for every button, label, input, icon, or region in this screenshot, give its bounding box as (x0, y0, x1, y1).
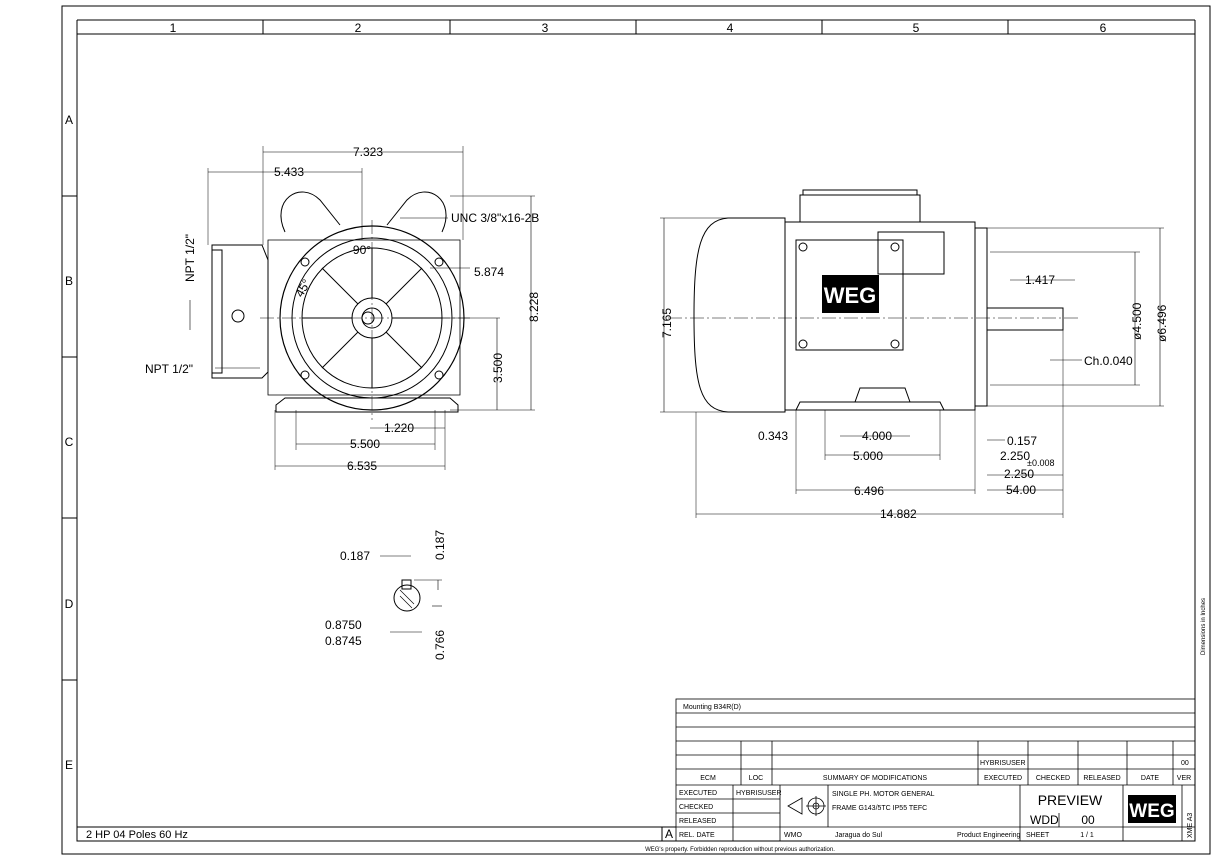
column-label: 3 (542, 21, 549, 35)
dim-label: 54.00 (1006, 483, 1036, 497)
tb-mounting: Mounting B34R(D) (683, 704, 741, 711)
units-note: Dimensions in Inches (1201, 598, 1207, 655)
front-view-dimensions: 7.323 5.433 UNC 3/8"x16-2B 90° 45° 5.874… (145, 145, 541, 473)
dim-label: 0.187 (433, 530, 447, 560)
dim-label: 0.157 (1007, 434, 1037, 448)
title-logo-text: WEG (1129, 801, 1174, 822)
dim-label: ø6.496 (1155, 304, 1169, 342)
column-label: 5 (913, 21, 920, 35)
row-label: B (65, 274, 73, 288)
tb-released-row: RELEASED (679, 818, 716, 825)
tb-version-value: 00 (1181, 760, 1189, 767)
tb-executed: EXECUTED (984, 775, 1022, 782)
dim-tolerance: ±0.008 (1027, 458, 1054, 468)
tb-desc-line1: SINGLE PH. MOTOR GENERAL (832, 791, 935, 798)
dim-label: 4.000 (862, 429, 892, 443)
column-label: 2 (355, 21, 362, 35)
dim-label: 8.228 (527, 292, 541, 322)
dim-label: ø4.500 (1130, 302, 1144, 340)
key-dimensions: 0.187 0.187 0.8750 0.8745 0.766 (325, 530, 447, 660)
dim-label: 14.882 (880, 507, 917, 521)
tb-wdd-version: 00 (1081, 813, 1095, 827)
dim-label: NPT 1/2" (183, 234, 197, 282)
dim-label: 0.343 (758, 429, 788, 443)
dim-label: 0.8745 (325, 634, 362, 648)
dim-label: 5.874 (474, 265, 504, 279)
side-view (660, 189, 1164, 518)
dim-label: 6.535 (347, 459, 377, 473)
tb-ver: VER (1177, 775, 1191, 782)
outer-border (61, 5, 1211, 855)
dim-label: 5.000 (853, 449, 883, 463)
weg-logo-icon (822, 275, 879, 313)
tb-checked: CHECKED (1036, 775, 1070, 782)
dim-label: 2.250 (1004, 467, 1034, 481)
tb-desc-line2: FRAME G143/5TC IP55 TEFC (832, 805, 927, 812)
tb-date: DATE (1141, 775, 1159, 782)
tb-dept: Product Engineering (957, 832, 1021, 839)
column-label: 4 (727, 21, 734, 35)
tb-released: RELEASED (1083, 775, 1120, 782)
tb-format: XME A3 (1187, 813, 1194, 838)
dim-label: 0.766 (433, 630, 447, 660)
dim-label: Ch.0.040 (1084, 354, 1133, 368)
dim-label: 3.500 (491, 353, 505, 383)
title-logo-icon (1128, 795, 1176, 823)
tb-rel-date: REL. DATE (679, 832, 715, 839)
dim-label: 90° (353, 243, 371, 257)
dim-label: 1.220 (384, 421, 414, 435)
tb-sheet: SHEET (1026, 832, 1050, 839)
tb-ecm: ECM (700, 775, 716, 782)
column-label: 6 (1100, 21, 1107, 35)
dim-label: 7.165 (660, 308, 674, 338)
tb-city: Jaragua do Sul (835, 832, 883, 839)
row-label: C (65, 435, 74, 449)
tb-checked-row: CHECKED (679, 804, 713, 811)
tb-executed-row: EXECUTED (679, 790, 717, 797)
tb-preview: PREVIEW (1038, 792, 1103, 808)
dim-label: 6.496 (854, 484, 884, 498)
tb-executed-by: HYBRISUSER (736, 790, 782, 797)
row-label: A (65, 113, 73, 127)
dim-label: NPT 1/2" (145, 362, 193, 376)
tb-hybrisuser: HYBRISUSER (980, 760, 1026, 767)
row-label: D (65, 597, 74, 611)
dim-label: 45° (292, 277, 313, 300)
dim-label: 1.417 (1025, 273, 1055, 287)
column-label: 1 (170, 21, 177, 35)
key-detail (380, 555, 442, 633)
front-view (189, 146, 535, 470)
column-labels: 1 2 3 4 5 6 (170, 20, 1107, 35)
tb-sheet-number: 1 / 1 (1080, 832, 1094, 839)
row-labels: A B C D E (62, 113, 77, 772)
footer-specs: 2 HP 04 Poles 60 Hz (86, 829, 188, 841)
dim-label: 0.8750 (325, 618, 362, 632)
motor-logo-text: WEG (824, 283, 877, 308)
dim-label: 5.500 (350, 437, 380, 451)
copyright-note: WEG's property. Forbidden reproduction w… (645, 847, 835, 853)
tb-wmo: WMO (784, 832, 802, 839)
tb-summary: SUMMARY OF MODIFICATIONS (823, 775, 928, 782)
row-label: E (65, 758, 73, 772)
tb-wdd: WDD (1030, 813, 1059, 827)
title-block (675, 698, 1196, 842)
dim-label: 2.250 (1000, 449, 1030, 463)
tb-loc: LOC (749, 775, 763, 782)
dim-label: 5.433 (274, 165, 304, 179)
side-view-dimensions: 7.165 1.417 ø4.500 ø6.496 Ch.0.040 0.343… (660, 273, 1169, 521)
dim-label: 0.187 (340, 549, 370, 563)
footer-corner-letter: A (665, 827, 673, 841)
title-block-text: Mounting B34R(D) HYBRISUSER 00 ECM LOC S… (679, 704, 1194, 839)
dim-label: 7.323 (353, 145, 383, 159)
dim-label: UNC 3/8"x16-2B (451, 211, 539, 225)
